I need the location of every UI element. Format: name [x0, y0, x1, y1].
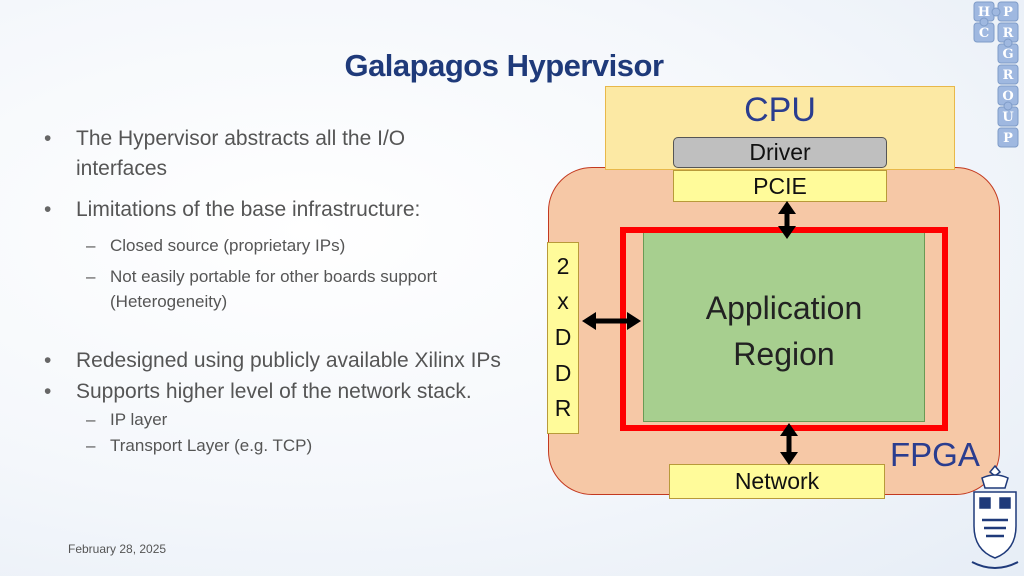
logo-letter: O [1002, 89, 1013, 104]
slide-title: Galapagos Hypervisor [344, 48, 664, 83]
logo-letter: G [1002, 47, 1013, 62]
sub-bullet-item: –Not easily portable for other boards su… [86, 267, 437, 311]
cpu-label: CPU [744, 91, 816, 129]
logo-letter: H [978, 5, 990, 20]
pcie-arrow [778, 201, 796, 239]
fpga-label: FPGA [890, 436, 980, 473]
network-block: Network [669, 464, 885, 499]
sub-bullet-item: –Transport Layer (e.g. TCP) [86, 436, 313, 455]
bullet-text: Supports higher level of the network sta… [76, 380, 472, 403]
pcie-block: PCIE [673, 170, 887, 202]
ddr-label-char: D [554, 360, 572, 386]
bullet-item: Redesigned using publicly available Xili… [44, 346, 546, 376]
bullet-text: The Hypervisor abstracts all the I/O [76, 127, 406, 150]
university-crest-icon [971, 464, 1019, 569]
bullet-item: The Hypervisor abstracts all the I/O int… [44, 124, 546, 184]
sub-bullet-text: Closed source (proprietary IPs) [110, 236, 346, 255]
bullet-text: Redesigned using publicly available Xili… [76, 349, 501, 372]
ddr-label-char: D [554, 324, 572, 350]
sub-bullet-text: IP layer [110, 410, 168, 429]
ddr-label-char: 2 [556, 253, 570, 279]
logo-letter: R [1003, 68, 1014, 83]
sub-bullet-item: –Closed source (proprietary IPs) [86, 236, 346, 255]
ddr-label-char: x [557, 288, 569, 314]
logo-letter: P [1003, 5, 1013, 20]
network-arrow [780, 423, 798, 465]
bullet-item: Supports higher level of the network sta… [44, 377, 546, 407]
logo-letter: U [1002, 110, 1014, 125]
ddr-block: 2 x D D R [547, 242, 579, 434]
logo-letter: P [1003, 131, 1013, 146]
sub-bullet-item: –IP layer [86, 410, 168, 429]
sub-bullet-text: (Heterogeneity) [110, 292, 228, 311]
bullet-text: interfaces [76, 157, 168, 180]
ddr-label-char: R [554, 395, 572, 421]
sub-bullet-text: Not easily portable for other boards sup… [110, 267, 437, 286]
ddr-arrow [582, 312, 641, 330]
logo-letter: C [979, 26, 989, 41]
hprc-group-logo: H P C R G R O U P [973, 1, 1019, 148]
bullet-text: Limitations of the base infrastructure: [76, 198, 421, 221]
slide-date: February 28, 2025 [68, 542, 167, 556]
driver-block: Driver [673, 137, 887, 168]
application-region-label: Application Region [705, 290, 863, 372]
bullet-item: Limitations of the base infrastructure: [44, 195, 546, 225]
logo-letter: R [1003, 26, 1014, 41]
sub-bullet-text: Transport Layer (e.g. TCP) [110, 436, 313, 455]
application-region: Application Region [643, 232, 925, 422]
